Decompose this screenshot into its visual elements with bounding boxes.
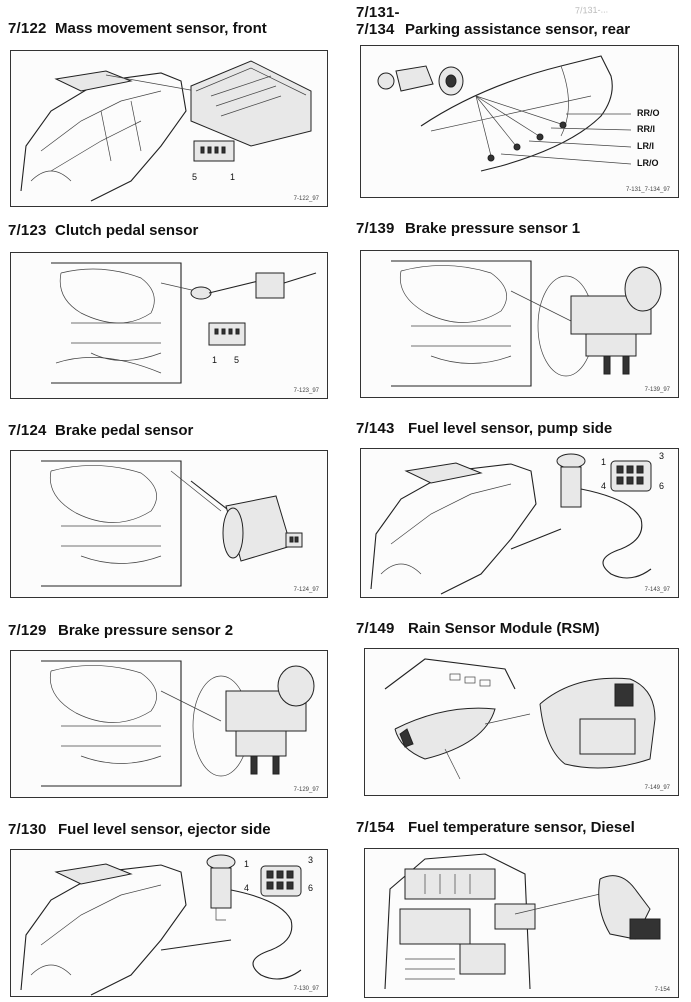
sensor-illustration: 7-149_97	[364, 648, 679, 796]
sensor-code: 7/130	[8, 821, 47, 838]
sensor-illustration: 1 5 7-123_97	[10, 252, 328, 399]
sensor-illustration: 1 3 4 6 7-143_97	[360, 448, 679, 598]
callout-label: RR/I	[637, 124, 655, 134]
figure-ref: 7-149_97	[644, 785, 670, 791]
sensor-illustration: 7-139_97	[360, 250, 679, 398]
sensor-code: 7/129	[8, 622, 47, 639]
figure-ref: 7-143_97	[644, 587, 670, 593]
callout-label: RR/O	[637, 108, 660, 118]
sensor-code: 7/139	[356, 220, 395, 237]
sensor-code: 7/123	[8, 222, 47, 239]
pin-label: 3	[659, 451, 665, 461]
sensor-name: Rain Sensor Module (RSM)	[408, 620, 600, 637]
car-body-illustration	[20, 854, 302, 996]
sensor-name: Parking assistance sensor, rear	[405, 21, 631, 38]
pin-label: 6	[659, 481, 665, 491]
callout-label: LR/I	[637, 141, 654, 151]
engine-bay-illustration	[41, 460, 303, 587]
sensor-name: Fuel temperature sensor, Diesel	[408, 819, 635, 836]
figure-ref: 7-124_97	[293, 587, 319, 593]
sensor-name: Fuel level sensor, pump side	[408, 420, 613, 437]
callout-label: LR/O	[637, 158, 659, 168]
sensor-illustration: 1 3 4 6 7-130_97	[10, 849, 328, 997]
sensor-code: 7/122	[8, 20, 47, 37]
pin-label: 6	[308, 883, 314, 893]
sensor-illustration: 7-154	[364, 848, 679, 998]
car-body-illustration	[20, 60, 312, 202]
sensor-name: Brake pressure sensor 1	[405, 220, 581, 237]
sensor-name: Clutch pedal sensor	[55, 222, 199, 239]
corner-scan-mark: 7/131-...	[574, 4, 609, 16]
figure-ref: 7-129_97	[293, 787, 319, 793]
sensor-illustration: RR/O RR/I LR/I LR/O 7-131_7-134_97	[360, 45, 679, 198]
pin-label: 4	[244, 883, 250, 893]
rain-sensor-illustration	[384, 658, 656, 780]
engine-bay-illustration	[391, 260, 662, 387]
sensor-illustration: 7-124_97	[10, 450, 328, 598]
diesel-engine-illustration	[384, 853, 661, 990]
pin-label: 5	[192, 172, 198, 182]
pin-label: 5	[234, 355, 240, 365]
sensor-illustration: 7-129_97	[10, 650, 328, 798]
pin-label: 1	[601, 457, 607, 467]
figure-ref: 7-131_7-134_97	[625, 187, 670, 193]
pin-label: 3	[308, 855, 314, 865]
figure-ref: 7-122_97	[293, 196, 319, 202]
sensor-code: 7/124	[8, 422, 47, 439]
figure-ref: 7-123_97	[293, 388, 319, 394]
engine-bay-illustration	[51, 262, 317, 384]
engine-bay-illustration	[41, 660, 315, 787]
figure-ref: 7-154	[654, 987, 670, 993]
sensor-code: 7/149	[356, 620, 395, 637]
car-body-illustration	[370, 453, 652, 595]
rear-bumper-illustration	[377, 55, 632, 172]
pin-label: 4	[601, 481, 607, 491]
pin-label: 1	[230, 172, 236, 182]
sensor-name: Brake pedal sensor	[55, 422, 194, 439]
figure-ref: 7-139_97	[644, 387, 670, 393]
sensor-name: Mass movement sensor, front	[55, 20, 267, 37]
pin-label: 1	[244, 859, 250, 869]
sensor-code: 7/131- 7/134	[356, 4, 400, 38]
sensor-code: 7/154	[356, 819, 395, 836]
sensor-name: Brake pressure sensor 2	[58, 622, 234, 639]
sensor-name: Fuel level sensor, ejector side	[58, 821, 271, 838]
sensor-illustration: 5 1 7-122_97	[10, 50, 328, 207]
figure-ref: 7-130_97	[293, 986, 319, 992]
sensor-code: 7/143	[356, 420, 395, 437]
pin-label: 1	[212, 355, 218, 365]
